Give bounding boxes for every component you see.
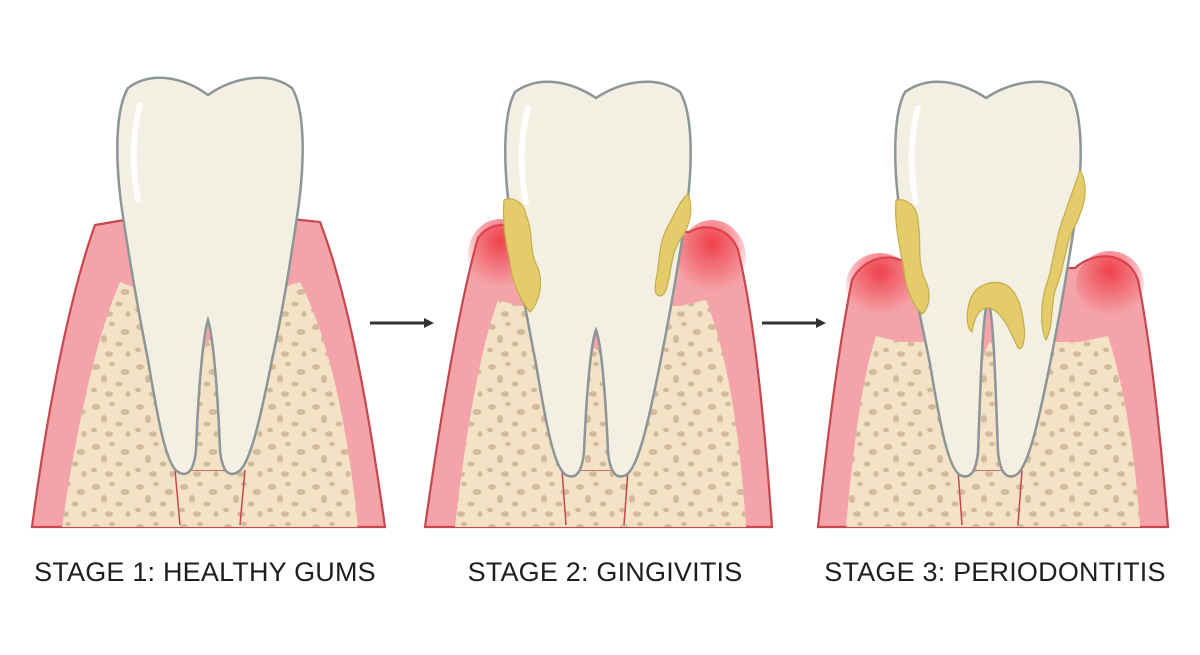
stage-2-tooth bbox=[504, 80, 692, 478]
stage-3-plaque-center bbox=[966, 281, 1026, 350]
stage-1-tooth bbox=[116, 76, 304, 476]
stage-2-illustration bbox=[423, 80, 774, 529]
stage-3-plaque-left bbox=[895, 199, 930, 315]
stage-3-illustration bbox=[816, 80, 1170, 529]
stage-3-plaque-right bbox=[1041, 168, 1086, 342]
stage-2-plaque-left bbox=[502, 198, 542, 313]
stage-2-caption: STAGE 2: GINGIVITIS bbox=[467, 557, 743, 587]
stage-1-illustration bbox=[30, 76, 387, 529]
stage-1-caption: STAGE 1: HEALTHY GUMS bbox=[34, 557, 376, 587]
stage-2-plaque-right bbox=[654, 193, 692, 297]
stage-3-caption: STAGE 3: PERIODONTITIS bbox=[824, 557, 1166, 587]
stage-3-tooth bbox=[894, 80, 1082, 478]
